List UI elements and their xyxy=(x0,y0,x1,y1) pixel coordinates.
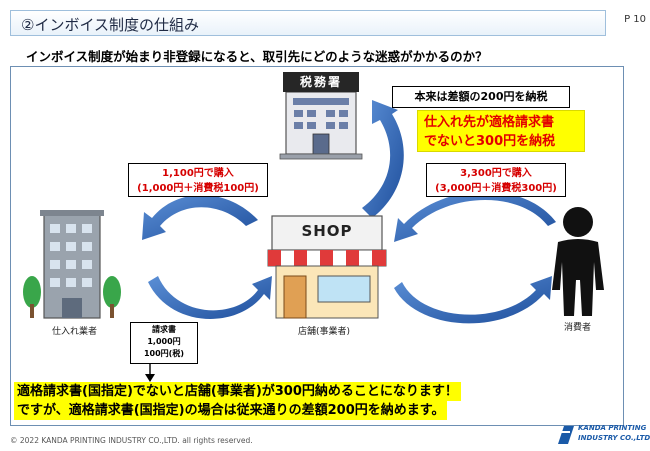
tax-office-label: 税務署 xyxy=(283,72,359,92)
arrow-shop-to-consumer-icon xyxy=(394,276,552,324)
tax-office-building-icon xyxy=(279,91,363,160)
supplier-building-icon xyxy=(40,210,104,319)
arrow-consumer-to-shop-icon xyxy=(394,191,556,242)
supplier-caption: 仕入れ業者 xyxy=(52,327,98,337)
logo-text: INDUSTRY CO.,LTD. xyxy=(578,434,650,442)
tree-icon xyxy=(23,276,41,318)
tree-icon xyxy=(103,276,121,318)
shop-sign: SHOP xyxy=(301,222,353,240)
invoice-title: 請求書 xyxy=(152,325,176,334)
purchase-breakdown: (1,000円＋消費税100円) xyxy=(137,183,259,194)
invoice-amount: 1,000円 xyxy=(147,337,181,346)
purchase-amount: 1,100円で購入 xyxy=(162,168,234,179)
footer-copyright: © 2022 KANDA PRINTING INDUSTRY CO.,LTD. … xyxy=(10,436,253,445)
invoice-tax: 100円(税) xyxy=(143,349,184,358)
highlight-line: でないと300円を納税 xyxy=(424,134,556,149)
arrow-shop-to-tax-office-icon xyxy=(362,100,404,218)
page-number: P 10 xyxy=(624,14,646,25)
shop-building-icon xyxy=(267,215,387,319)
purchase-box-supplier: 1,100円で購入 (1,000円＋消費税100円) xyxy=(128,163,268,197)
arrow-down-icon xyxy=(145,364,155,382)
bottom-message-line: ですが、適格請求書(国指定)の場合は従来通りの差額200円を納めます。 xyxy=(14,401,448,420)
arrow-supplier-to-shop-icon xyxy=(148,276,272,319)
slide-title-bar: ②インボイス制度の仕組み xyxy=(10,10,606,36)
purchase-breakdown: (3,000円＋消費税300円) xyxy=(435,183,557,194)
logo-text: KANDA PRINTING xyxy=(578,424,647,432)
consumer-person-icon xyxy=(552,207,604,316)
diagram-frame xyxy=(10,66,624,426)
highlight-line: 仕入れ先が適格請求書 xyxy=(424,115,555,130)
company-logo-icon xyxy=(558,426,574,444)
invoice-box: 請求書 1,000円 100円(税) xyxy=(130,322,198,364)
tax-highlight-box: 仕入れ先が適格請求書 でないと300円を納税 xyxy=(417,110,585,152)
arrow-shop-to-supplier-icon xyxy=(142,194,258,240)
purchase-amount: 3,300円で購入 xyxy=(460,168,532,179)
awning-icon xyxy=(267,249,387,267)
bottom-message: 適格請求書(国指定)でないと店舗(事業者)が300円納めることになります！ です… xyxy=(14,382,461,420)
tax-note-box: 本来は差額の200円を納税 xyxy=(392,86,570,108)
consumer-caption: 消費者 xyxy=(564,323,592,333)
bottom-message-line: 適格請求書(国指定)でないと店舗(事業者)が300円納めることになります！ xyxy=(14,382,461,401)
shop-caption: 店舗(事業者) xyxy=(298,327,351,337)
question-heading: インボイス制度が始まり非登録になると、取引先にどのような迷惑がかかるのか？ xyxy=(26,49,488,64)
slide-title: ②インボイス制度の仕組み xyxy=(21,16,199,34)
purchase-box-consumer: 3,300円で購入 (3,000円＋消費税300円) xyxy=(426,163,566,197)
